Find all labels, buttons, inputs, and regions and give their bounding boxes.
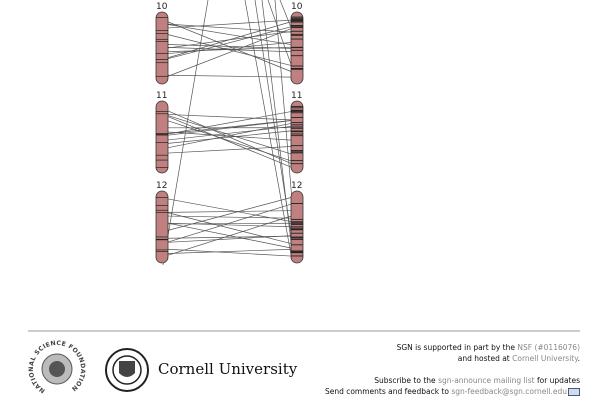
synteny-line xyxy=(167,34,292,66)
synteny-line xyxy=(167,146,292,154)
synteny-line xyxy=(167,120,292,134)
synteny-line xyxy=(167,212,292,244)
chromosome-label: 12 xyxy=(156,181,167,191)
synteny-line xyxy=(261,0,293,251)
synteny-line xyxy=(167,23,292,33)
synteny-line xyxy=(167,248,292,254)
synteny-line xyxy=(167,248,292,257)
chromosome-label: 10 xyxy=(291,2,303,12)
chromosome-right-11[interactable] xyxy=(290,100,304,174)
feedback-email-link[interactable]: sgn-feedback@sgn.cornell.edu xyxy=(451,387,567,396)
subscribe-label: Subscribe to the xyxy=(374,376,436,385)
grant-link[interactable]: (#0116076) xyxy=(534,343,580,352)
mailing-list-link[interactable]: sgn-announce mailing list xyxy=(438,376,535,385)
synteny-line xyxy=(167,203,292,243)
subscribe-text: Subscribe to the sgn-announce mailing li… xyxy=(374,376,580,385)
hosted-label: and hosted at xyxy=(457,354,510,363)
chromosome-label: 10 xyxy=(156,2,168,12)
synteny-line xyxy=(162,0,209,266)
chromosome-label: 11 xyxy=(156,91,167,101)
synteny-line xyxy=(167,111,292,135)
chromosome-label: 12 xyxy=(291,181,302,191)
cornell-university-logo-text: Cornell University xyxy=(158,360,298,378)
support-text: SGN is supported in part by the NSF (#01… xyxy=(397,343,580,352)
footer-divider xyxy=(28,330,580,332)
feedback-text: Send comments and feedback to sgn-feedba… xyxy=(325,387,580,396)
support-label: SGN is supported in part by the xyxy=(396,343,515,352)
synteny-line xyxy=(167,115,292,155)
synteny-line xyxy=(244,0,293,261)
chromosome-label: 11 xyxy=(291,91,302,101)
synteny-line xyxy=(274,0,293,201)
synteny-line xyxy=(167,26,292,60)
updates-label: for updates xyxy=(536,376,580,385)
synteny-line xyxy=(167,210,292,213)
synteny-line xyxy=(167,31,292,49)
cornell-link[interactable]: Cornell University xyxy=(512,354,578,363)
nsf-link[interactable]: NSF xyxy=(517,343,533,352)
synteny-line xyxy=(167,19,292,29)
synteny-line xyxy=(167,24,292,45)
cornell-seal-logo[interactable] xyxy=(104,347,150,393)
synteny-line xyxy=(167,197,292,231)
synteny-line xyxy=(167,28,292,77)
synteny-line xyxy=(167,21,292,72)
period: . xyxy=(577,354,580,363)
synteny-line xyxy=(167,120,292,136)
synteny-line xyxy=(167,74,292,78)
synteny-lines xyxy=(162,0,294,266)
nsf-logo[interactable]: NATIONAL SCIENCE FOUNDATION xyxy=(26,340,88,400)
feedback-label: Send comments and feedback to xyxy=(324,387,449,396)
chromosome-left-12[interactable] xyxy=(155,190,169,264)
chromosome-left-10[interactable] xyxy=(155,11,169,85)
synteny-line xyxy=(167,126,292,141)
synteny-line xyxy=(167,120,292,162)
synteny-line xyxy=(167,130,292,144)
synteny-diagram: 10 11 12 10 11 12 xyxy=(155,0,304,266)
mail-icon[interactable] xyxy=(568,388,580,396)
synteny-line xyxy=(267,0,294,71)
synteny-line xyxy=(167,222,292,249)
synteny-line xyxy=(167,235,292,243)
synteny-line xyxy=(167,215,292,219)
synteny-line xyxy=(167,222,292,225)
hosted-text: and hosted at Cornell University. xyxy=(458,354,580,363)
synteny-line xyxy=(167,131,292,141)
synteny-line xyxy=(279,0,293,31)
synteny-line xyxy=(167,116,292,168)
synteny-line xyxy=(167,46,292,53)
